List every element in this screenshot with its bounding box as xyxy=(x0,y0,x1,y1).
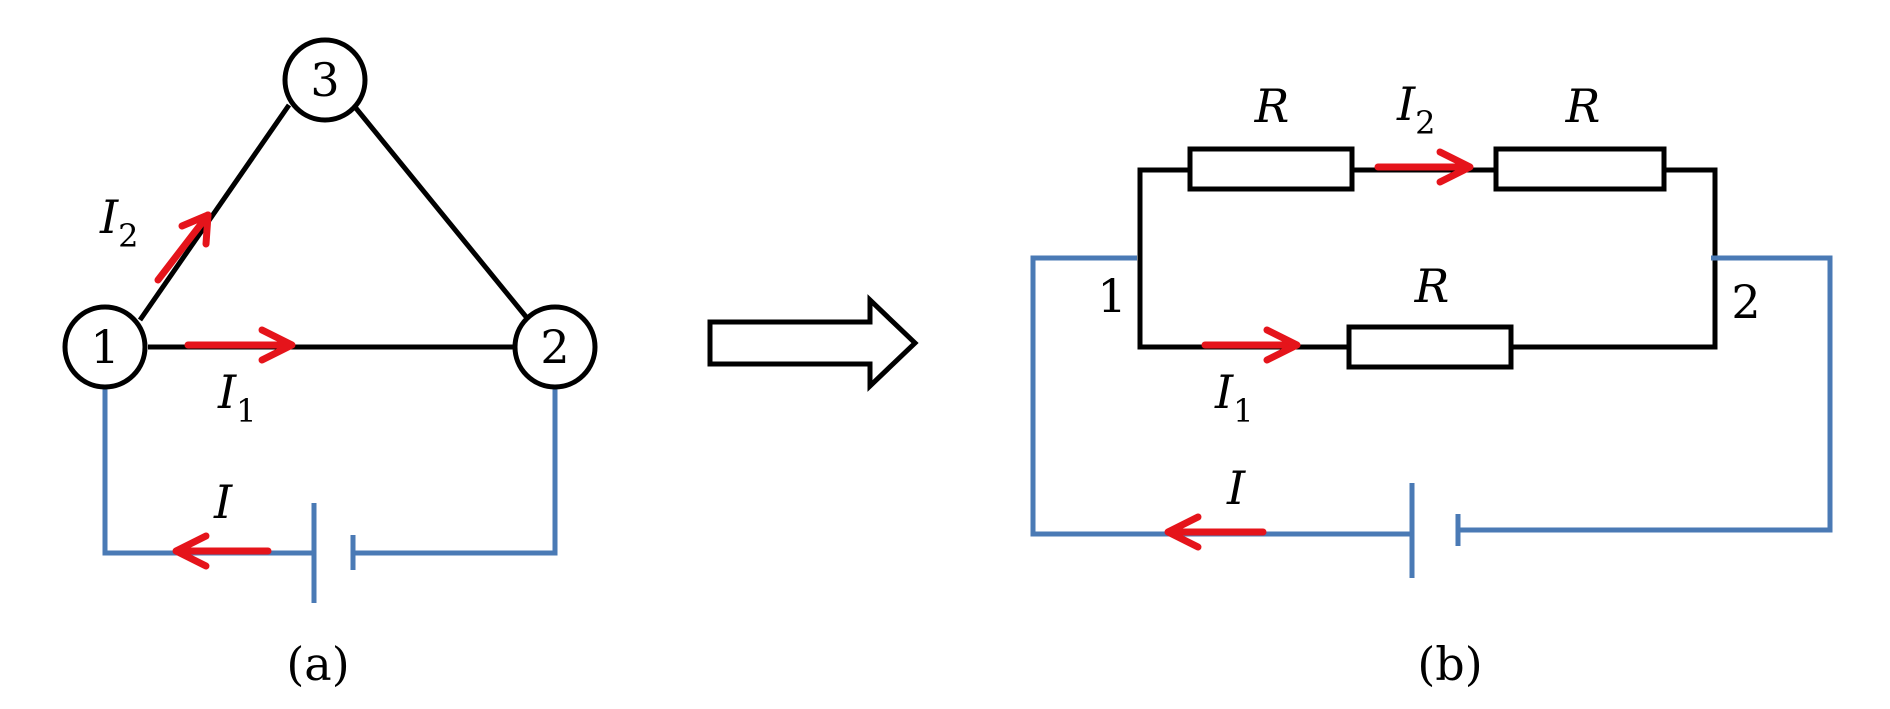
resistor-top-right-label: R xyxy=(1565,79,1601,133)
edge-3-2 xyxy=(353,105,529,320)
right-arrow-icon xyxy=(707,294,919,392)
node-2-label: 2 xyxy=(1731,275,1760,329)
node-1-label: 1 xyxy=(90,320,119,374)
current-i1-arrow xyxy=(184,326,296,364)
resistor-top-right xyxy=(1493,146,1667,192)
resistor-top-left xyxy=(1187,146,1355,192)
edge-1-3 xyxy=(137,103,292,322)
current-i1-arrow xyxy=(1201,326,1301,364)
node-2-circle xyxy=(512,304,598,390)
current-i-arrow xyxy=(172,532,272,570)
source-wire-right xyxy=(1458,255,1833,533)
node-3-circle xyxy=(282,37,368,123)
current-i2-label: I2 xyxy=(1396,77,1436,142)
caption-a: (a) xyxy=(286,637,349,691)
node-2-label: 2 xyxy=(540,320,569,374)
resistor-bottom-label: R xyxy=(1414,259,1450,313)
panel-b: 1 2 R R R I2 I1 I (b) xyxy=(1030,77,1833,691)
current-i2-label: I2 xyxy=(99,190,139,255)
current-i-label: I xyxy=(1226,461,1246,515)
current-i-arrow xyxy=(1164,513,1267,551)
current-i1-label: I1 xyxy=(217,365,257,430)
node-1-circle xyxy=(62,304,148,390)
caption-b: (b) xyxy=(1417,637,1482,691)
node-1-label: 1 xyxy=(1097,269,1126,323)
current-i1-label: I1 xyxy=(1214,365,1254,430)
source-wire-right xyxy=(353,388,558,556)
source-wire-left xyxy=(102,388,314,556)
current-i2-arrow xyxy=(154,211,212,284)
node-3-label: 3 xyxy=(310,53,339,107)
current-i2-arrow xyxy=(1374,148,1474,186)
panel-a: 3 1 2 I2 I1 I (a) xyxy=(62,37,598,691)
current-i-label: I xyxy=(213,475,233,529)
resistor-top-left-label: R xyxy=(1254,79,1290,133)
resistor-bottom xyxy=(1346,324,1514,370)
